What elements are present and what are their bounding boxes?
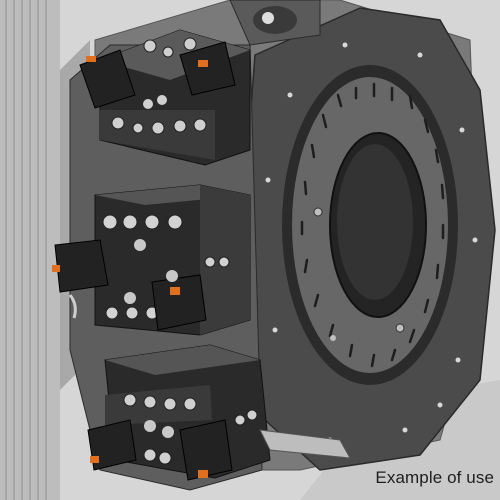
top-clamp xyxy=(229,0,321,46)
caption-text: Example of use xyxy=(375,468,494,487)
tool-holder-top xyxy=(79,29,251,166)
tool-holder-middle xyxy=(52,184,251,336)
turret-disc xyxy=(239,7,496,471)
tool-holder-bottom xyxy=(87,344,271,481)
